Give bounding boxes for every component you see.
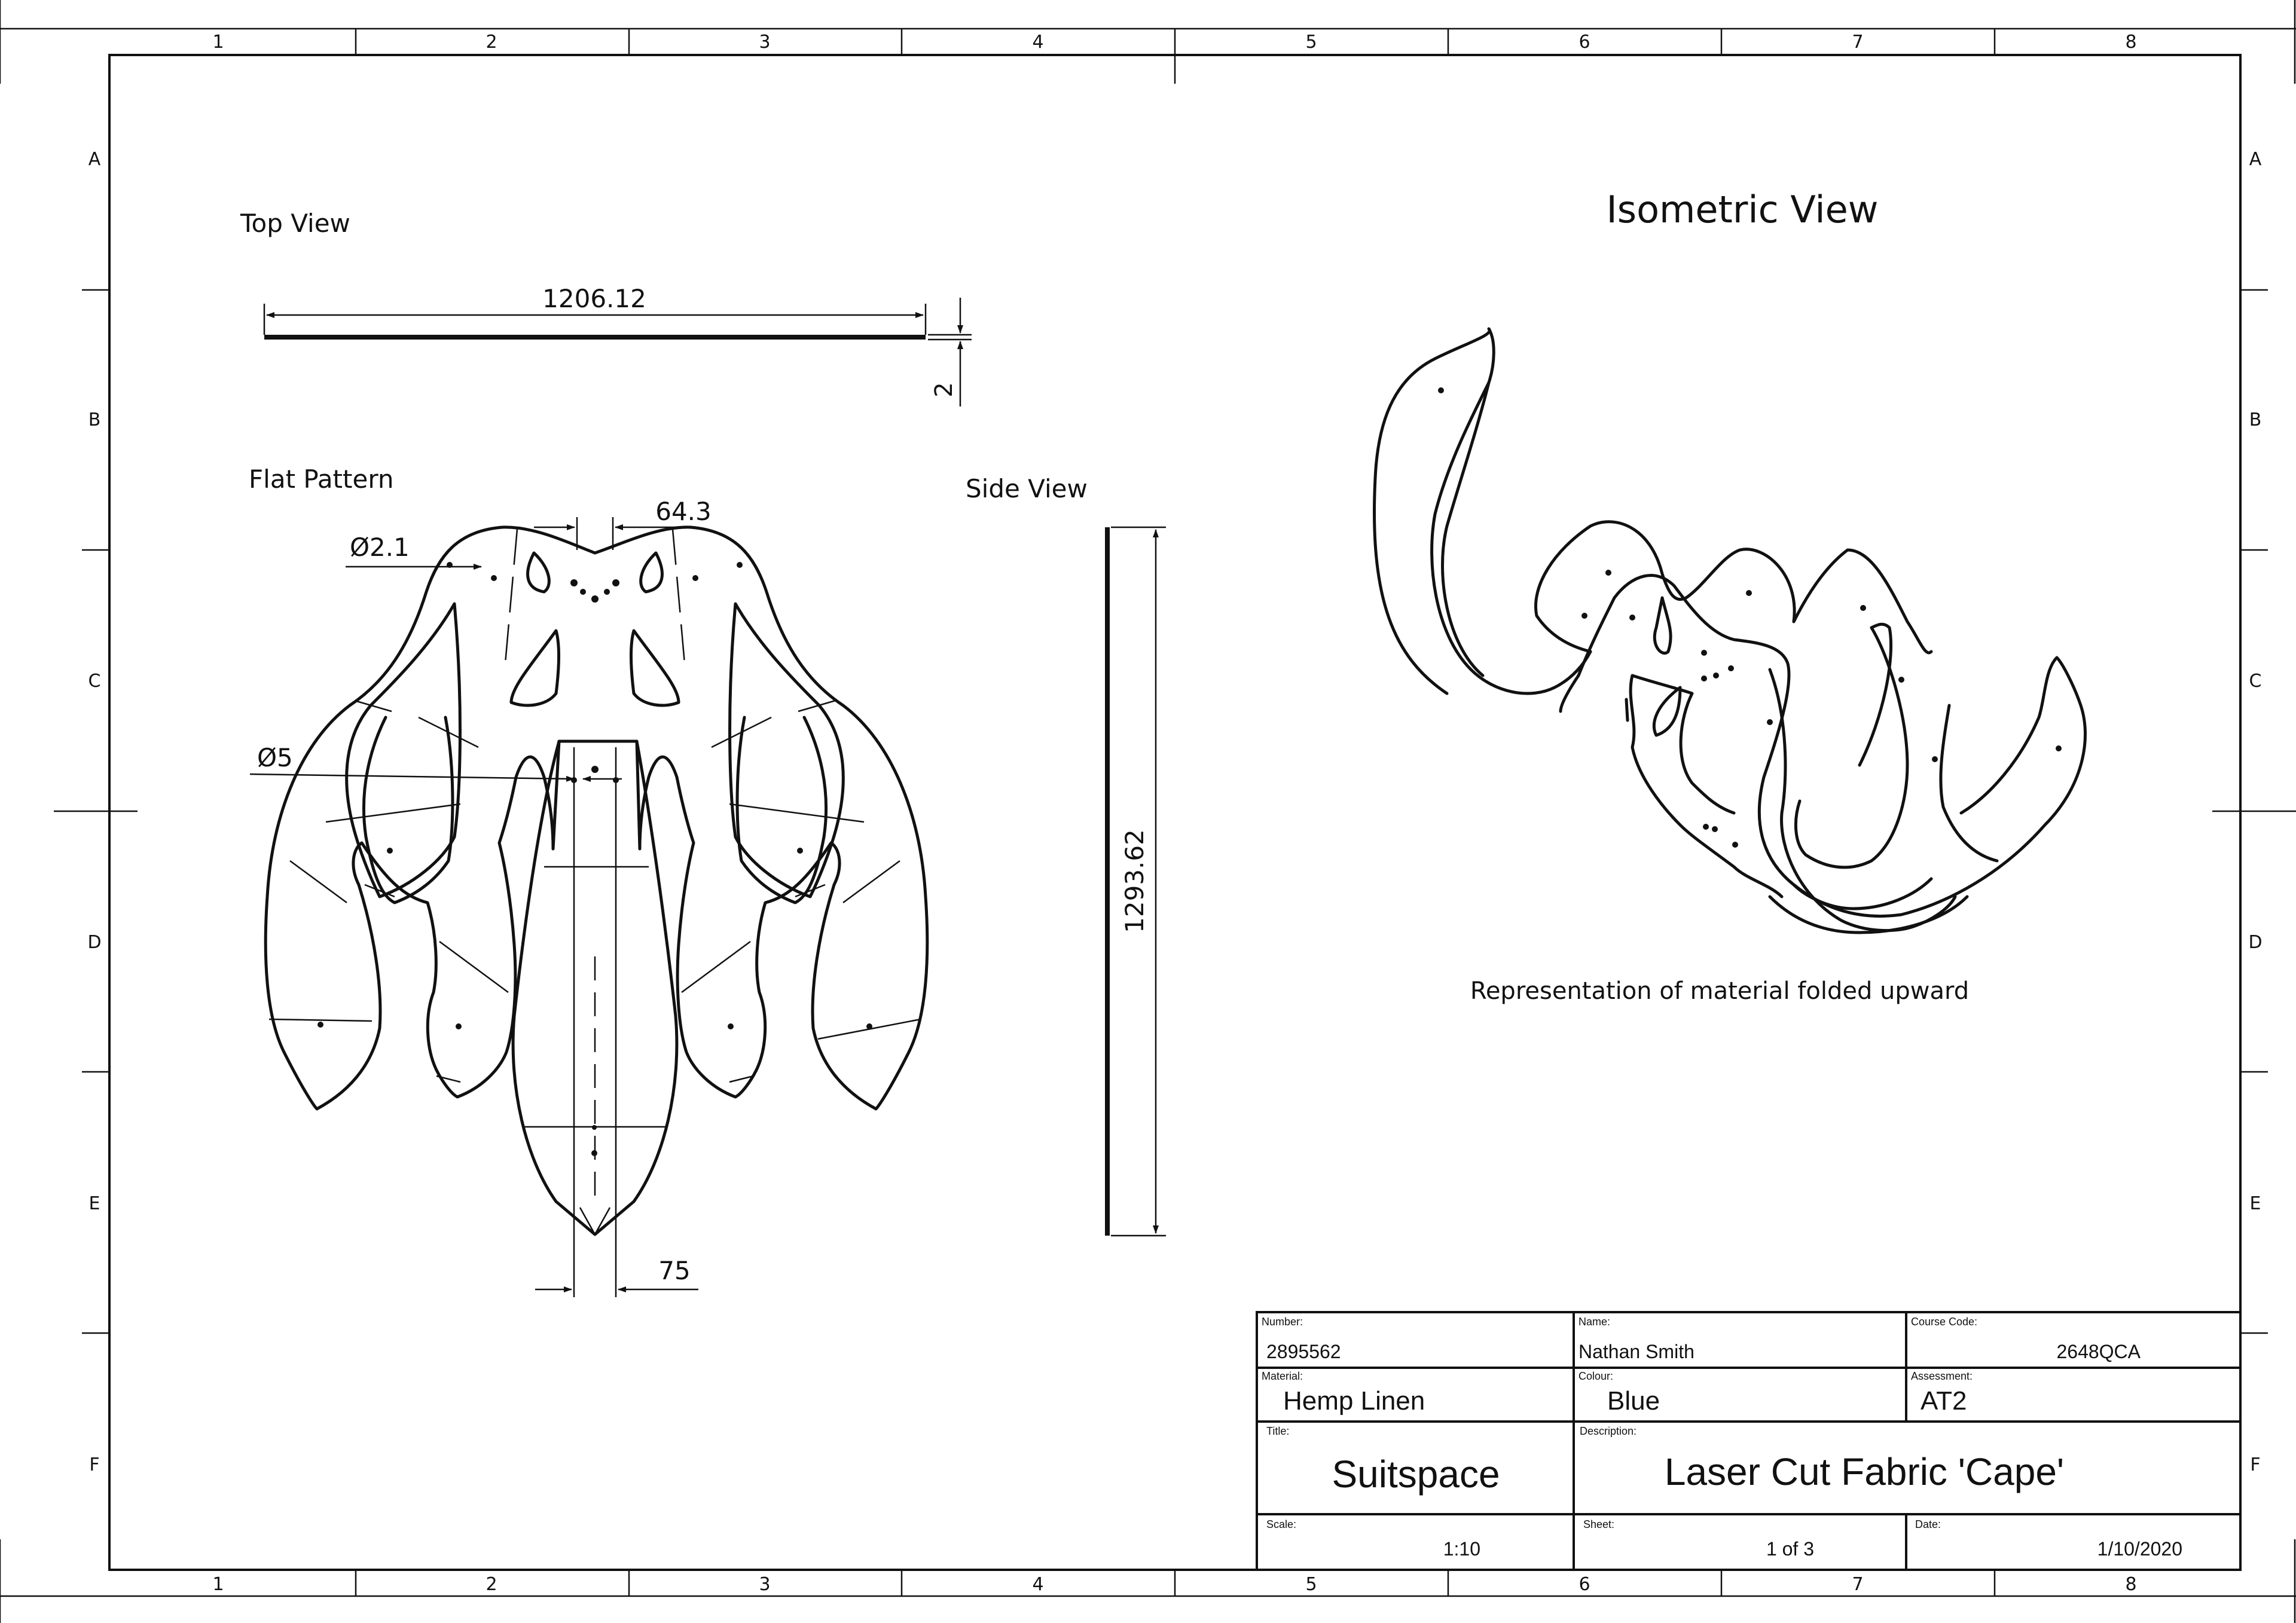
- neck-gap-dimension: 64.3: [655, 497, 712, 526]
- panel-lines: [268, 528, 921, 1297]
- top-zone-ticks: [355, 29, 1996, 84]
- center-panel: [511, 739, 679, 1236]
- assessment-label: Assessment:: [1911, 1370, 1973, 1382]
- date-value: 1/10/2020: [2097, 1538, 2182, 1560]
- sleeve-cutout: [509, 629, 561, 707]
- description-value: Laser Cut Fabric 'Cape': [1665, 1450, 2064, 1493]
- isometric-view-label: Isometric View: [1606, 188, 1878, 231]
- col-label-bottom: 8: [2125, 1574, 2136, 1595]
- col-label-top: 4: [1032, 32, 1043, 53]
- col-label-bottom: 1: [212, 1574, 224, 1595]
- row-label-right: B: [2249, 409, 2262, 430]
- side-view: Side View 1293.62: [966, 474, 1166, 1237]
- col-label-top: 2: [486, 32, 497, 53]
- top-view: Top View 1206.12 2: [240, 209, 972, 406]
- flat-pattern-label: Flat Pattern: [249, 464, 393, 494]
- title-block: Number: Name: Course Code: Material: Col…: [1256, 1311, 2242, 1571]
- col-label-top: 7: [1852, 32, 1863, 53]
- row-label-left: B: [88, 409, 101, 430]
- row-label-right: A: [2249, 149, 2262, 170]
- row-label-right: C: [2249, 671, 2262, 692]
- colour-label: Colour:: [1578, 1370, 1613, 1382]
- col-label-bottom: 3: [759, 1574, 770, 1595]
- course-code-value: 2648QCA: [2056, 1341, 2141, 1362]
- row-label-right: F: [2250, 1454, 2260, 1475]
- sleeve-cutout: [629, 629, 680, 707]
- yoke-cutout: [526, 551, 551, 594]
- row-label-right: D: [2248, 932, 2262, 953]
- row-label-left: D: [87, 932, 101, 953]
- title-value: Suitspace: [1332, 1453, 1500, 1496]
- col-label-bottom: 5: [1305, 1574, 1317, 1595]
- colour-value: Blue: [1607, 1386, 1660, 1416]
- col-label-top: 3: [759, 32, 770, 53]
- zone-labels: 1 2 3 4 5 6 7 8 1 2 3 4 5 6 7 8 A B C D …: [87, 32, 2262, 1595]
- scale-label: Scale:: [1266, 1518, 1296, 1530]
- top-view-label: Top View: [240, 209, 350, 238]
- col-label-top: 1: [212, 32, 224, 53]
- col-label-bottom: 7: [1852, 1574, 1863, 1595]
- inner-slot-right: [728, 602, 845, 898]
- name-label: Name:: [1578, 1316, 1610, 1328]
- hole-large-leader: [249, 773, 575, 782]
- row-label-left: E: [89, 1193, 100, 1214]
- inner-slot-left: [345, 602, 462, 898]
- col-label-top: 5: [1305, 32, 1317, 53]
- isometric-cape: [1373, 327, 2087, 934]
- course-code-label: Course Code:: [1911, 1316, 1977, 1328]
- col-label-bottom: 2: [486, 1574, 497, 1595]
- right-zone-ticks: [2212, 289, 2296, 1334]
- row-label-left: C: [88, 671, 101, 692]
- width-dimension: 1206.12: [542, 284, 646, 313]
- material-value: Hemp Linen: [1283, 1386, 1425, 1416]
- col-label-top: 6: [1578, 32, 1590, 53]
- number-label: Number:: [1262, 1316, 1303, 1328]
- isometric-view: Isometric View: [1373, 188, 2087, 1005]
- date-label: Date:: [1915, 1518, 1941, 1530]
- description-label: Description:: [1580, 1425, 1636, 1437]
- thickness-dimension: 2: [930, 382, 958, 397]
- yoke-cutout: [639, 551, 664, 594]
- flat-pattern: Flat Pattern: [249, 464, 929, 1297]
- number-value: 2895562: [1266, 1341, 1341, 1362]
- sheet-label: Sheet:: [1583, 1518, 1614, 1530]
- col-label-bottom: 4: [1032, 1574, 1043, 1595]
- bottom-zone-ticks: [355, 1570, 1996, 1596]
- title-label: Title:: [1266, 1425, 1289, 1437]
- row-label-left: A: [88, 149, 101, 170]
- col-label-top: 8: [2125, 32, 2136, 53]
- hole-large-dimension: Ø5: [257, 743, 293, 772]
- left-zone-ticks: [54, 289, 138, 1334]
- row-label-left: F: [89, 1454, 99, 1475]
- name-value: Nathan Smith: [1578, 1341, 1694, 1362]
- tip-width-dimension: 75: [658, 1256, 690, 1285]
- scale-value: 1:10: [1443, 1538, 1480, 1560]
- isometric-caption: Representation of material folded upward: [1470, 977, 1969, 1005]
- material-label: Material:: [1262, 1370, 1303, 1382]
- sheet-value: 1 of 3: [1766, 1538, 1814, 1560]
- hole-small-dimension: Ø2.1: [350, 533, 410, 562]
- side-view-label: Side View: [966, 474, 1088, 503]
- assessment-value: AT2: [1921, 1386, 1967, 1416]
- height-dimension: 1293.62: [1120, 829, 1149, 933]
- hole-markers: [317, 562, 872, 1156]
- col-label-bottom: 6: [1578, 1574, 1590, 1595]
- title-block-frame: [1256, 1311, 2242, 1571]
- row-label-right: E: [2250, 1193, 2261, 1214]
